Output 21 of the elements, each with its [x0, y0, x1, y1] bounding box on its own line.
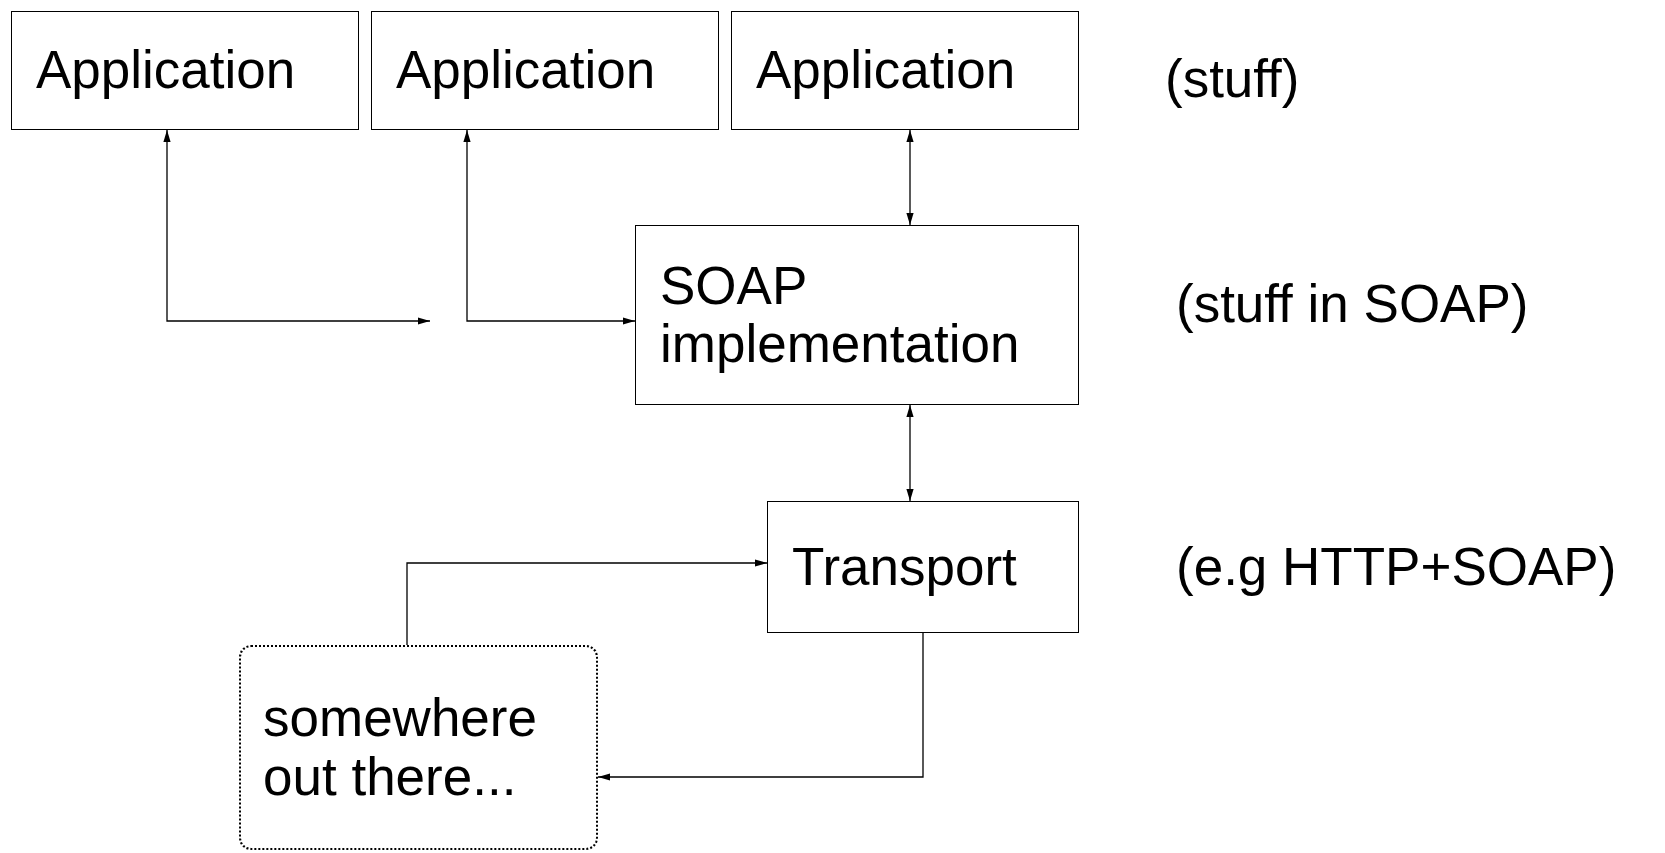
annotation-label: (e.g HTTP+SOAP)	[1176, 537, 1617, 598]
arrow	[163, 129, 431, 325]
arrow	[906, 129, 914, 226]
node-text: somewhere out there...	[263, 689, 538, 806]
arrow	[463, 129, 636, 325]
process-box	[731, 11, 1079, 130]
arrow	[406, 559, 768, 646]
annotation-label: (stuff in SOAP)	[1176, 274, 1529, 335]
node-text: Transport	[792, 537, 1018, 597]
process-box	[767, 501, 1079, 633]
rounded-dotted-box	[239, 645, 598, 850]
process-box	[11, 11, 359, 130]
annotation-label: (stuff)	[1165, 49, 1300, 110]
node-text: Application	[756, 41, 1017, 100]
node-text: Application	[36, 41, 297, 100]
node-text: SOAP implementation	[660, 256, 1021, 374]
process-box	[371, 11, 719, 130]
node-text: Application	[396, 41, 657, 100]
process-box	[635, 225, 1079, 405]
arrow	[906, 404, 914, 502]
arrow	[597, 632, 924, 781]
